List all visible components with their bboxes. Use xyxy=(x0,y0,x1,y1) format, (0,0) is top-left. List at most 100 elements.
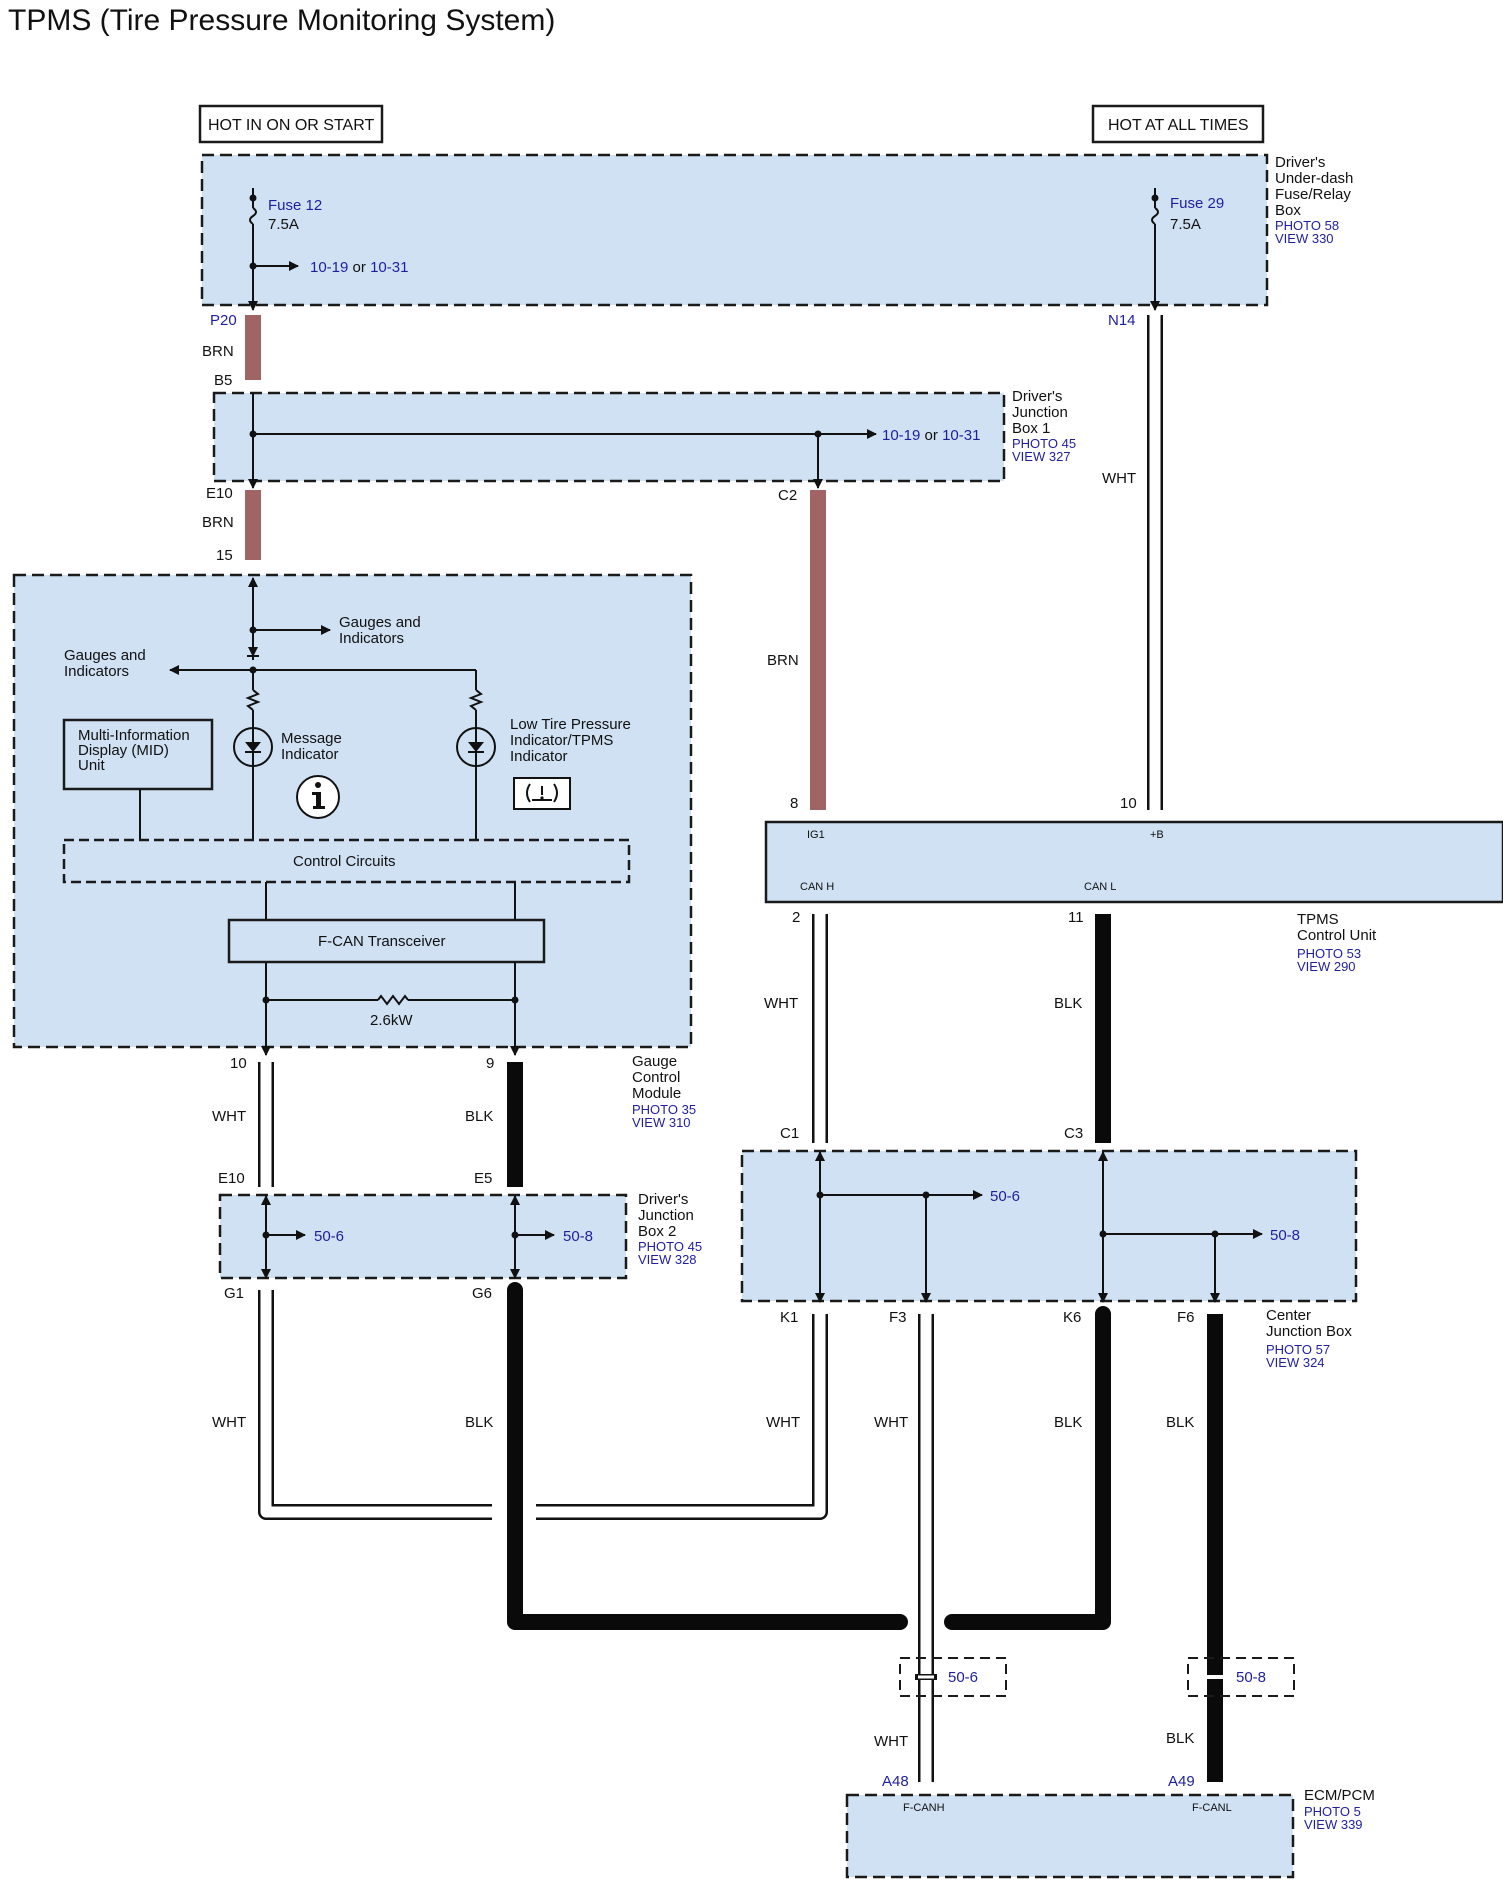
mid-unit-label: Multi-Information Display (MID) Unit xyxy=(78,727,194,774)
wire-blk-g6-label: BLK xyxy=(465,1414,493,1431)
cjb-photo[interactable]: PHOTO 57 xyxy=(1266,1342,1330,1357)
fuse-ref-b[interactable]: 10-31 xyxy=(370,259,408,276)
cjb-ref-b[interactable]: 50-8 xyxy=(1270,1227,1300,1244)
pin-k6: K6 xyxy=(1063,1309,1081,1326)
jb2-name: Driver's Junction Box 2 xyxy=(638,1191,698,1240)
pin-10a: 10 xyxy=(1120,795,1137,812)
tpms-ig1: IG1 xyxy=(807,829,825,841)
gauge-module-photo[interactable]: PHOTO 35 xyxy=(632,1102,696,1117)
message-indicator-bulb xyxy=(233,727,273,767)
pin-g1: G1 xyxy=(224,1285,244,1302)
ecm-name: ECM/PCM xyxy=(1304,1787,1375,1804)
tpms-can-l: CAN L xyxy=(1084,881,1116,893)
tpms-warning-icon xyxy=(513,777,571,810)
gauge-module-name: Gauge Control Module xyxy=(632,1053,685,1102)
jb1-ref-or: or xyxy=(925,427,938,444)
resistor-label: 2.6kW xyxy=(370,1012,413,1029)
gauge-control-module xyxy=(12,573,693,1049)
hot-in-on-start-box: HOT IN ON OR START xyxy=(198,104,384,144)
wire-brn1-label: BRN xyxy=(202,343,234,360)
inline-connector-50-8: 50-8 xyxy=(1187,1657,1295,1697)
jb2-ref-b[interactable]: 50-8 xyxy=(563,1228,593,1245)
cjb-ref-a[interactable]: 50-6 xyxy=(990,1188,1020,1205)
wire-wht-k1-label: WHT xyxy=(766,1414,800,1431)
pin-11: 11 xyxy=(1068,909,1084,926)
inline-ref-b[interactable]: 50-8 xyxy=(1236,1669,1266,1686)
gauge-module-view[interactable]: VIEW 310 xyxy=(632,1115,691,1130)
tpms-unit-view[interactable]: VIEW 290 xyxy=(1297,959,1356,974)
wire-blk-11-label: BLK xyxy=(1054,995,1082,1012)
page-title: TPMS (Tire Pressure Monitoring System) xyxy=(8,4,555,37)
fuse29-name: Fuse 29 xyxy=(1170,195,1224,212)
wire-brn3-label: BRN xyxy=(767,652,799,669)
wire-wht-n14-label: WHT xyxy=(1102,470,1136,487)
pin-10b: 10 xyxy=(230,1055,247,1072)
jb1-name: Driver's Junction Box 1 xyxy=(1012,388,1072,437)
wire-blk-f6-label: BLK xyxy=(1166,1414,1194,1431)
fuse-relay-box xyxy=(200,153,1269,307)
hot-in-on-start-label: HOT IN ON OR START xyxy=(208,117,374,134)
svg-text:10-19 or 10-31: 10-19 or 10-31 xyxy=(310,259,408,276)
control-circuits-box xyxy=(62,838,631,884)
pin-e5: E5 xyxy=(474,1170,492,1187)
inline-connector-50-6: 50-6 xyxy=(899,1657,1007,1697)
jb1-ref-a[interactable]: 10-19 xyxy=(882,427,920,444)
tpms-can-h: CAN H xyxy=(800,881,834,893)
pin-c1: C1 xyxy=(780,1125,799,1142)
fuse-ref-a[interactable]: 10-19 xyxy=(310,259,348,276)
junction-box-2 xyxy=(218,1193,628,1280)
pin-c3: C3 xyxy=(1064,1125,1083,1142)
pin-n14: N14 xyxy=(1108,312,1136,329)
fuse-box-name: Driver's Under-dash Fuse/Relay Box xyxy=(1275,154,1358,219)
tpms-unit-photo[interactable]: PHOTO 53 xyxy=(1297,946,1361,961)
gauges-a-label: Gauges and Indicators xyxy=(339,614,425,647)
wire-wht-a48-label: WHT xyxy=(874,1733,908,1750)
pin-f6: F6 xyxy=(1177,1309,1195,1326)
pin-c2: C2 xyxy=(778,487,797,504)
jb2-view[interactable]: VIEW 328 xyxy=(638,1252,697,1267)
info-icon xyxy=(296,775,340,819)
fuse29-rating: 7.5A xyxy=(1170,216,1201,233)
svg-text:10-19 or 10-31: 10-19 or 10-31 xyxy=(882,427,980,444)
wire-brn2-label: BRN xyxy=(202,514,234,531)
tpms-control-unit-box xyxy=(764,820,1503,904)
cjb-view[interactable]: VIEW 324 xyxy=(1266,1355,1325,1370)
pin-15: 15 xyxy=(216,547,233,564)
message-indicator-label: Message Indicator xyxy=(281,730,346,763)
jb2-ref-a[interactable]: 50-6 xyxy=(314,1228,344,1245)
fuse-box-view[interactable]: VIEW 330 xyxy=(1275,231,1334,246)
pin-8: 8 xyxy=(790,795,798,812)
jb1-view[interactable]: VIEW 327 xyxy=(1012,449,1071,464)
wire-wht-10-label: WHT xyxy=(212,1108,246,1125)
wire-wht-g1-label: WHT xyxy=(212,1414,246,1431)
tpms-unit-name: TPMS Control Unit xyxy=(1297,911,1377,944)
tpms-plus-b: +B xyxy=(1150,829,1164,841)
pin-g6: G6 xyxy=(472,1285,492,1302)
fuse-ref-or: or xyxy=(353,259,366,276)
hot-at-all-times-label: HOT AT ALL TIMES xyxy=(1108,117,1249,134)
ecm-fcanh: F-CANH xyxy=(903,1802,945,1814)
jb2-photo[interactable]: PHOTO 45 xyxy=(638,1239,702,1254)
fcan-transceiver-box xyxy=(227,918,546,964)
wire-blk-k6-label: BLK xyxy=(1054,1414,1082,1431)
control-circuits-label: Control Circuits xyxy=(293,853,396,870)
pin-e10b: E10 xyxy=(218,1170,245,1187)
inline-ref-a[interactable]: 50-6 xyxy=(948,1669,978,1686)
mid-unit-box xyxy=(62,718,214,791)
fcan-transceiver-label: F-CAN Transceiver xyxy=(318,933,446,950)
jb1-photo[interactable]: PHOTO 45 xyxy=(1012,436,1076,451)
jb1-ref-b[interactable]: 10-31 xyxy=(942,427,980,444)
fuse12-rating: 7.5A xyxy=(268,216,299,233)
hot-at-all-times-box: HOT AT ALL TIMES xyxy=(1091,104,1265,144)
pin-f3: F3 xyxy=(889,1309,907,1326)
pin-b5: B5 xyxy=(214,372,232,389)
cjb-name: Center Junction Box xyxy=(1266,1307,1352,1340)
ecm-photo[interactable]: PHOTO 5 xyxy=(1304,1804,1361,1819)
fuse-box-photo[interactable]: PHOTO 58 xyxy=(1275,218,1339,233)
wire-blk-a49-label: BLK xyxy=(1166,1730,1194,1747)
pin-2: 2 xyxy=(792,909,800,926)
ecm-pcm-box xyxy=(845,1793,1295,1879)
pin-k1: K1 xyxy=(780,1309,798,1326)
ecm-view[interactable]: VIEW 339 xyxy=(1304,1817,1363,1832)
